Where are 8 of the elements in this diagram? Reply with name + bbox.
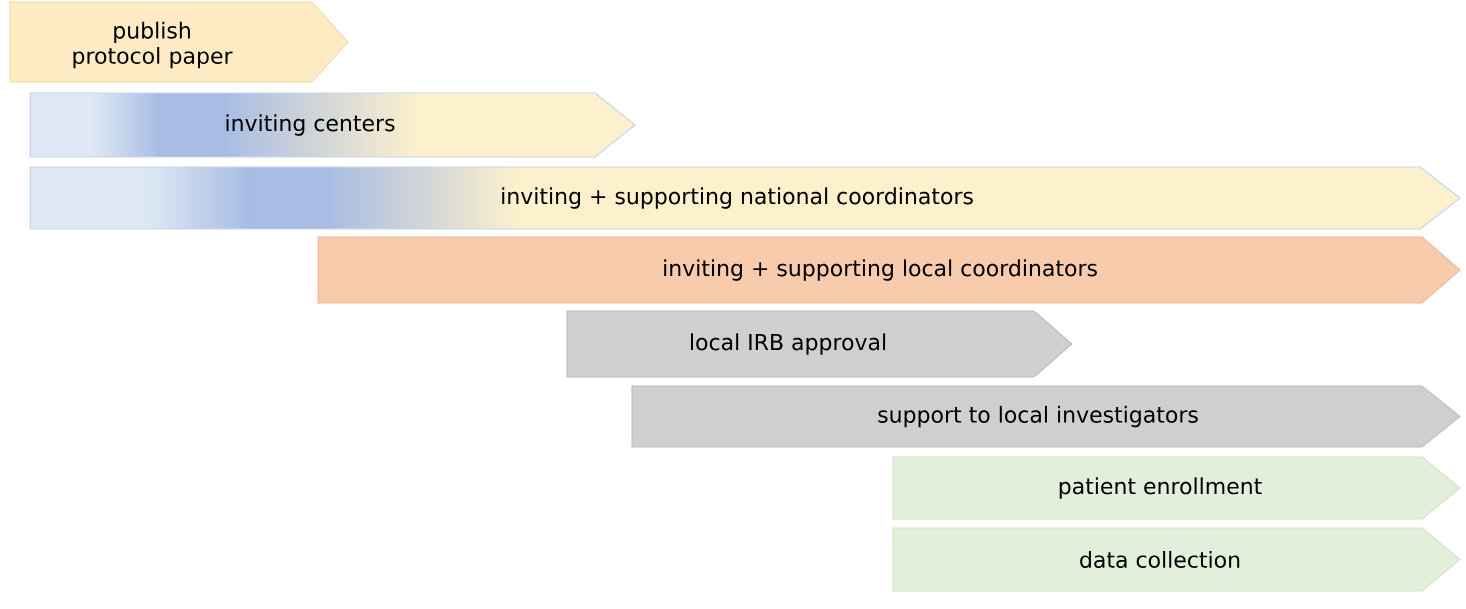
arrow-band: inviting + supporting national coordinators [29,166,1461,230]
arrow-band: inviting + supporting local coordinators [317,236,1461,304]
arrow-band: support to local investigators [631,385,1461,448]
arrow-band: publish protocol paper [9,1,349,83]
arrow-band: inviting centers [29,92,636,158]
arrow-band: local IRB approval [566,310,1073,378]
arrow-band: data collection [892,527,1461,592]
arrow-band: patient enrollment [892,456,1461,520]
